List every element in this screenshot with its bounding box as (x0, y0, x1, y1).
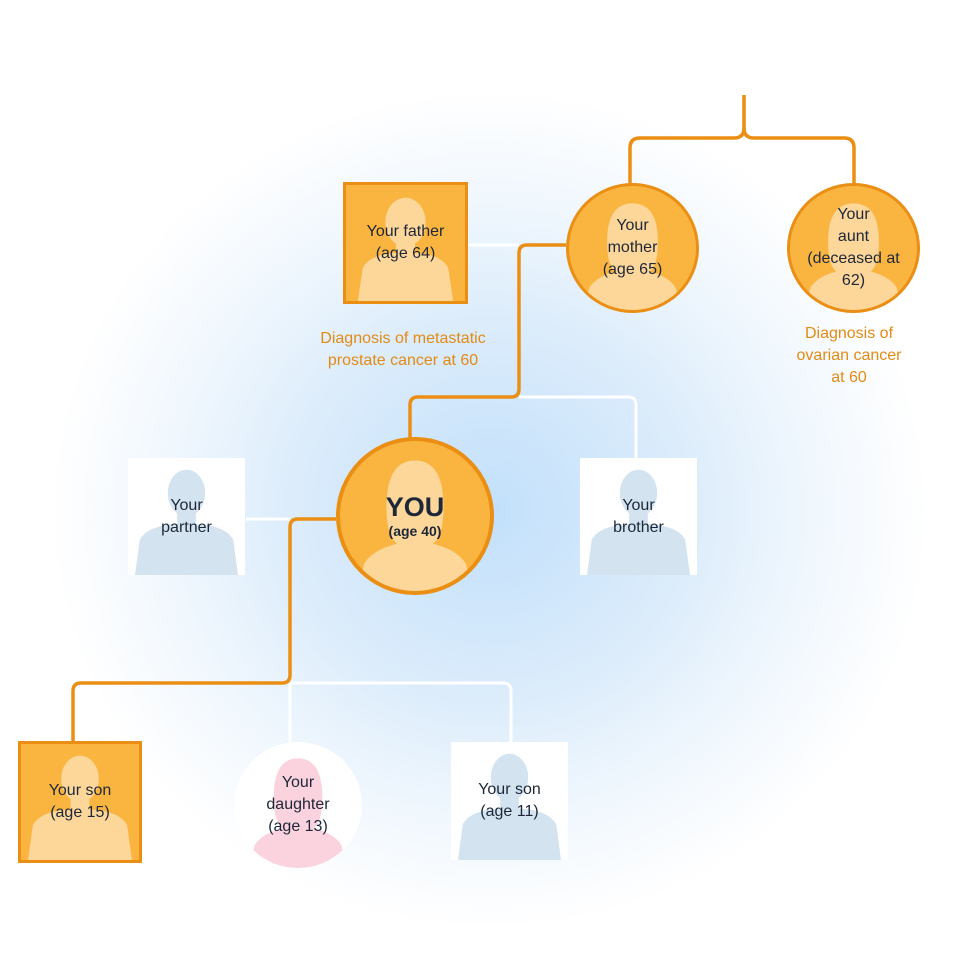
mother-node: Your mother (age 65) (566, 183, 699, 313)
younger-son-label-line: Your son (478, 781, 541, 798)
aunt-label-line: (deceased at (807, 250, 900, 267)
daughter-label-line: (age 13) (268, 818, 328, 835)
aunt-label-line: aunt (837, 228, 870, 245)
highlight-connectors (71, 95, 856, 742)
daughter-label-line: daughter (266, 796, 330, 813)
plain-connectors (246, 243, 638, 742)
older-son-label-line: (age 15) (50, 804, 110, 821)
brother-label-line: Your (622, 496, 655, 514)
partner-node: Your partner (128, 458, 245, 575)
father-diagnosis-note: Diagnosis of metastatic prostate cancer … (296, 328, 510, 372)
person-silhouette-icon (805, 203, 902, 310)
mother-label-line: Your (616, 217, 649, 234)
person-silhouette-icon (584, 203, 681, 310)
person-silhouette-icon (249, 758, 347, 868)
aunt-diagnosis-note: Diagnosis of ovarian cancer at 60 (779, 323, 919, 389)
aunt-diagnosis-line: Diagnosis of (804, 325, 894, 342)
younger-son-link (290, 681, 513, 742)
partner-label-line: partner (161, 518, 212, 536)
grandparents-to-aunt-link (742, 127, 856, 190)
daughter-label: Your daughter (age 13) (266, 772, 329, 838)
brother-label-line: brother (613, 518, 664, 536)
aunt-label: Your aunt (deceased at 62) (807, 204, 900, 292)
aunt-diagnosis-line: ovarian cancer (796, 347, 902, 364)
younger-son-label-line: (age 11) (480, 803, 539, 820)
grandparents-to-mother-link (628, 95, 746, 190)
mother-label-line: (age 65) (602, 261, 663, 278)
older-son-node: Your son (age 15) (18, 741, 142, 863)
you-node: YOU (age 40) (336, 437, 494, 595)
daughter-label-line: Your (281, 774, 315, 791)
partner-label-line: Your (170, 496, 203, 514)
person-silhouette-icon (135, 469, 238, 575)
mother-label: Your mother (age 65) (603, 215, 663, 281)
aunt-label-line: Your (837, 206, 870, 223)
you-title: YOU (385, 492, 445, 522)
older-son-label: Your son (age 15) (49, 780, 112, 824)
you-label: YOU (age 40) (386, 492, 445, 540)
father-label: Your father (age 64) (367, 221, 445, 265)
older-son-label-line: Your son (48, 782, 112, 799)
person-silhouette-icon (357, 197, 454, 301)
mother-to-you-link (408, 243, 566, 440)
younger-son-node: Your son (age 11) (451, 742, 568, 860)
father-label-line: (age 64) (375, 245, 436, 262)
father-label-line: Your father (366, 223, 445, 240)
father-diagnosis-line: Diagnosis of metastatic (320, 330, 486, 347)
aunt-diagnosis-line: at 60 (831, 369, 867, 386)
partner-label: Your partner (161, 495, 212, 539)
you-subtitle: (age 40) (388, 523, 442, 539)
brother-label: Your brother (613, 495, 664, 539)
you-to-older-son-link (71, 517, 336, 742)
mother-label-line: mother (607, 239, 658, 256)
person-silhouette-icon (587, 469, 690, 575)
person-silhouette-icon (358, 460, 472, 591)
father-diagnosis-line: prostate cancer at 60 (327, 352, 479, 369)
brother-node: Your brother (580, 458, 697, 575)
aunt-label-line: 62) (841, 272, 866, 289)
younger-son-label: Your son (age 11) (478, 779, 541, 823)
father-node: Your father (age 64) (343, 182, 468, 304)
brother-link (519, 395, 638, 458)
aunt-node: Your aunt (deceased at 62) (787, 183, 920, 313)
daughter-node: Your daughter (age 13) (234, 742, 362, 868)
person-silhouette-icon (28, 755, 132, 860)
person-silhouette-icon (458, 753, 561, 860)
